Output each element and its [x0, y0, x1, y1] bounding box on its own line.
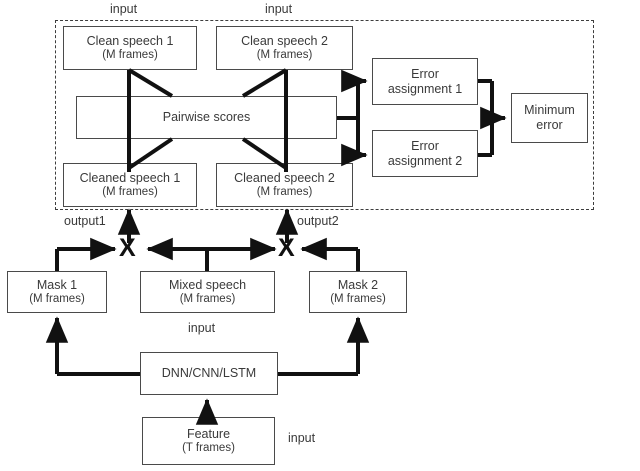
- pit-error-region: [55, 20, 594, 210]
- connector-network-to-mask1: [45, 316, 140, 376]
- box-feature-line1: Feature: [186, 426, 231, 441]
- box-pairwise-scores-label: Pairwise scores: [162, 110, 251, 125]
- box-clean-speech-2[interactable]: Clean speech 2 (M frames): [216, 26, 353, 70]
- box-clean-speech-2-line2: (M frames): [256, 48, 313, 61]
- connector-mask2-to-multiply-right: [300, 237, 360, 271]
- label-output1: output1: [64, 214, 106, 228]
- connector-mask1-to-multiply-left: [55, 237, 117, 271]
- box-error-assignment-1[interactable]: Error assignment 1: [372, 58, 478, 105]
- box-mask-1-line1: Mask 1: [36, 277, 78, 292]
- label-input-feature: input: [288, 431, 316, 445]
- box-mask-2-line1: Mask 2: [337, 277, 379, 292]
- box-clean-speech-1[interactable]: Clean speech 1 (M frames): [63, 26, 197, 70]
- multiply-operator-right: X: [278, 234, 295, 262]
- box-minimum-error-line1: Minimum: [524, 103, 575, 118]
- box-error-assignment-2-line2: assignment 2: [387, 153, 463, 168]
- label-input-top-left: input: [110, 2, 138, 16]
- box-error-assignment-2[interactable]: Error assignment 2: [372, 130, 478, 177]
- box-mask-2[interactable]: Mask 2 (M frames): [309, 271, 407, 313]
- label-input-top-right: input: [265, 2, 293, 16]
- box-cleaned-speech-2-line1: Cleaned speech 2: [234, 170, 335, 185]
- box-mixed-speech[interactable]: Mixed speech (M frames): [140, 271, 275, 313]
- box-clean-speech-1-line2: (M frames): [102, 48, 158, 61]
- label-output2: output2: [297, 214, 339, 228]
- box-mixed-speech-line1: Mixed speech: [168, 277, 247, 292]
- box-pairwise-scores[interactable]: Pairwise scores: [76, 96, 337, 139]
- box-feature-line2: (T frames): [182, 441, 235, 454]
- box-minimum-error-line2: error: [536, 118, 563, 132]
- connector-network-to-mask2: [278, 316, 370, 376]
- box-error-assignment-2-line1: Error: [411, 138, 439, 153]
- label-input-mixed: input: [188, 321, 216, 335]
- box-cleaned-speech-2-line2: (M frames): [256, 185, 313, 198]
- box-cleaned-speech-1-line1: Cleaned speech 1: [79, 170, 181, 185]
- box-network[interactable]: DNN/CNN/LSTM: [140, 352, 278, 395]
- box-error-assignment-1-line2: assignment 1: [387, 81, 463, 96]
- box-error-assignment-1-line1: Error: [411, 66, 439, 81]
- box-clean-speech-1-line1: Clean speech 1: [86, 33, 174, 48]
- box-network-label: DNN/CNN/LSTM: [161, 366, 257, 381]
- box-mask-2-line2: (M frames): [330, 292, 386, 305]
- multiply-operator-left: X: [119, 234, 136, 262]
- box-cleaned-speech-1[interactable]: Cleaned speech 1 (M frames): [63, 163, 197, 207]
- box-mixed-speech-line2: (M frames): [179, 292, 236, 305]
- box-minimum-error[interactable]: Minimum error: [511, 93, 588, 143]
- box-mask-1[interactable]: Mask 1 (M frames): [7, 271, 107, 313]
- box-cleaned-speech-2[interactable]: Cleaned speech 2 (M frames): [216, 163, 353, 207]
- connector-mixed-to-multipliers: [146, 237, 277, 271]
- box-feature[interactable]: Feature (T frames): [142, 417, 275, 465]
- box-clean-speech-2-line1: Clean speech 2: [241, 33, 328, 48]
- box-mask-1-line2: (M frames): [29, 292, 85, 305]
- box-cleaned-speech-1-line2: (M frames): [102, 185, 158, 198]
